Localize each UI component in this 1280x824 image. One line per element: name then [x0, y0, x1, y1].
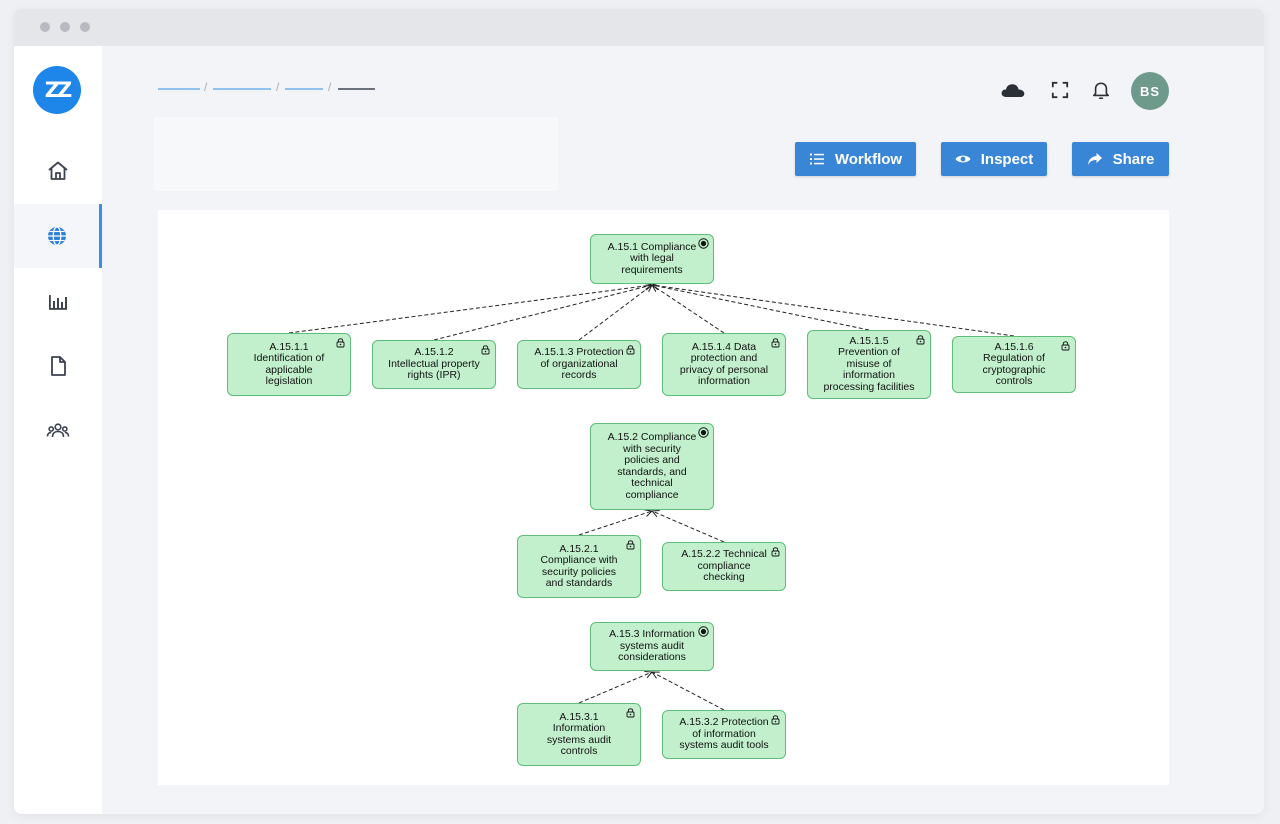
- lock-icon: [771, 715, 780, 725]
- goal-target-icon: [698, 427, 709, 438]
- diagram-node[interactable]: A.15.3.1 Information systems audit contr…: [517, 703, 641, 766]
- diagram-edge: [652, 285, 725, 334]
- lock-icon: [1061, 341, 1070, 351]
- sidebar-item-documents[interactable]: [14, 334, 102, 398]
- breadcrumb-item[interactable]: [285, 88, 323, 90]
- diagram-node[interactable]: A.15.1 Compliance with legal requirement…: [590, 234, 714, 284]
- diagram-edge: [578, 672, 652, 704]
- diagram-edge: [433, 285, 652, 341]
- window-dot: [40, 22, 50, 32]
- lock-icon: [481, 345, 490, 355]
- diagram-node[interactable]: A.15.1.2 Intellectual property rights (I…: [372, 340, 496, 389]
- diagram-node[interactable]: A.15.1.5 Prevention of misuse of informa…: [807, 330, 931, 399]
- diagram-edge: [288, 285, 652, 334]
- sidebar-item-users[interactable]: [14, 399, 102, 463]
- share-button[interactable]: Share: [1072, 142, 1169, 176]
- diagram-edge: [652, 672, 725, 711]
- breadcrumb-item[interactable]: [158, 88, 200, 90]
- diagram-node[interactable]: A.15.3 Information systems audit conside…: [590, 622, 714, 671]
- breadcrumb-item[interactable]: [213, 88, 271, 90]
- diagram-node[interactable]: A.15.2 Compliance with security policies…: [590, 423, 714, 510]
- diagram-edge: [652, 285, 870, 331]
- diagram-edge: [578, 285, 652, 341]
- file-icon: [51, 356, 66, 376]
- bar-chart-icon: [49, 295, 67, 310]
- globe-icon: [47, 226, 66, 246]
- cloud-button[interactable]: [1000, 79, 1026, 101]
- list-icon: [809, 153, 824, 165]
- app-logo[interactable]: ZZ: [33, 66, 81, 114]
- diagram-node[interactable]: A.15.1.4 Data protection and privacy of …: [662, 333, 786, 396]
- breadcrumb-separator: /: [204, 80, 208, 94]
- lock-icon: [626, 708, 635, 718]
- diagram-edges: [288, 210, 1015, 711]
- notifications-button[interactable]: [1091, 79, 1111, 101]
- inspect-button[interactable]: Inspect: [941, 142, 1047, 176]
- home-icon: [48, 161, 68, 180]
- breadcrumb-separator: /: [276, 80, 280, 94]
- fullscreen-icon: [1051, 81, 1069, 99]
- lock-icon: [771, 338, 780, 348]
- diagram-node[interactable]: A.15.1.1 Identification of applicable le…: [227, 333, 351, 396]
- fullscreen-button[interactable]: [1050, 80, 1070, 100]
- window-dot: [80, 22, 90, 32]
- diagram-canvas[interactable]: A.15.1 Compliance with legal requirement…: [158, 210, 1169, 785]
- diagram-edge: [652, 285, 1015, 337]
- breadcrumb-item-current: [338, 88, 375, 90]
- diagram-node[interactable]: A.15.2.1 Compliance with security polici…: [517, 535, 641, 598]
- lock-icon: [336, 338, 345, 348]
- diagram-edge: [578, 511, 652, 536]
- lock-icon: [771, 547, 780, 557]
- diagram-node[interactable]: A.15.2.2 Technical compliance checking: [662, 542, 786, 591]
- share-icon: [1087, 153, 1102, 165]
- goal-target-icon: [698, 238, 709, 249]
- avatar[interactable]: BS: [1131, 72, 1169, 110]
- share-button-label: Share: [1112, 150, 1155, 168]
- goal-target-icon: [698, 626, 709, 637]
- breadcrumb-separator: /: [328, 80, 332, 94]
- inspect-button-label: Inspect: [980, 150, 1034, 168]
- diagram-node[interactable]: A.15.1.6 Regulation of cryptographic con…: [952, 336, 1076, 393]
- lock-icon: [626, 540, 635, 550]
- users-icon: [46, 423, 70, 438]
- eye-icon: [955, 155, 971, 163]
- diagram-edge: [652, 511, 725, 543]
- workflow-button-label: Workflow: [834, 150, 903, 168]
- diagram-node[interactable]: A.15.1.3 Protection of organizational re…: [517, 340, 641, 389]
- lock-icon: [626, 345, 635, 355]
- cloud-icon: [1001, 84, 1025, 97]
- sidebar-item-globe[interactable]: [14, 204, 102, 268]
- diagram-node[interactable]: A.15.3.2 Protection of information syste…: [662, 710, 786, 759]
- title-bar: [14, 9, 1264, 46]
- sidebar-item-home[interactable]: [14, 139, 102, 203]
- sidebar-item-analytics[interactable]: [14, 269, 102, 333]
- bell-icon: [1092, 82, 1110, 100]
- page-title-area: [154, 117, 558, 191]
- window-dot: [60, 22, 70, 32]
- workflow-button[interactable]: Workflow: [795, 142, 916, 176]
- lock-icon: [916, 335, 925, 345]
- sidebar: ZZ: [14, 46, 102, 814]
